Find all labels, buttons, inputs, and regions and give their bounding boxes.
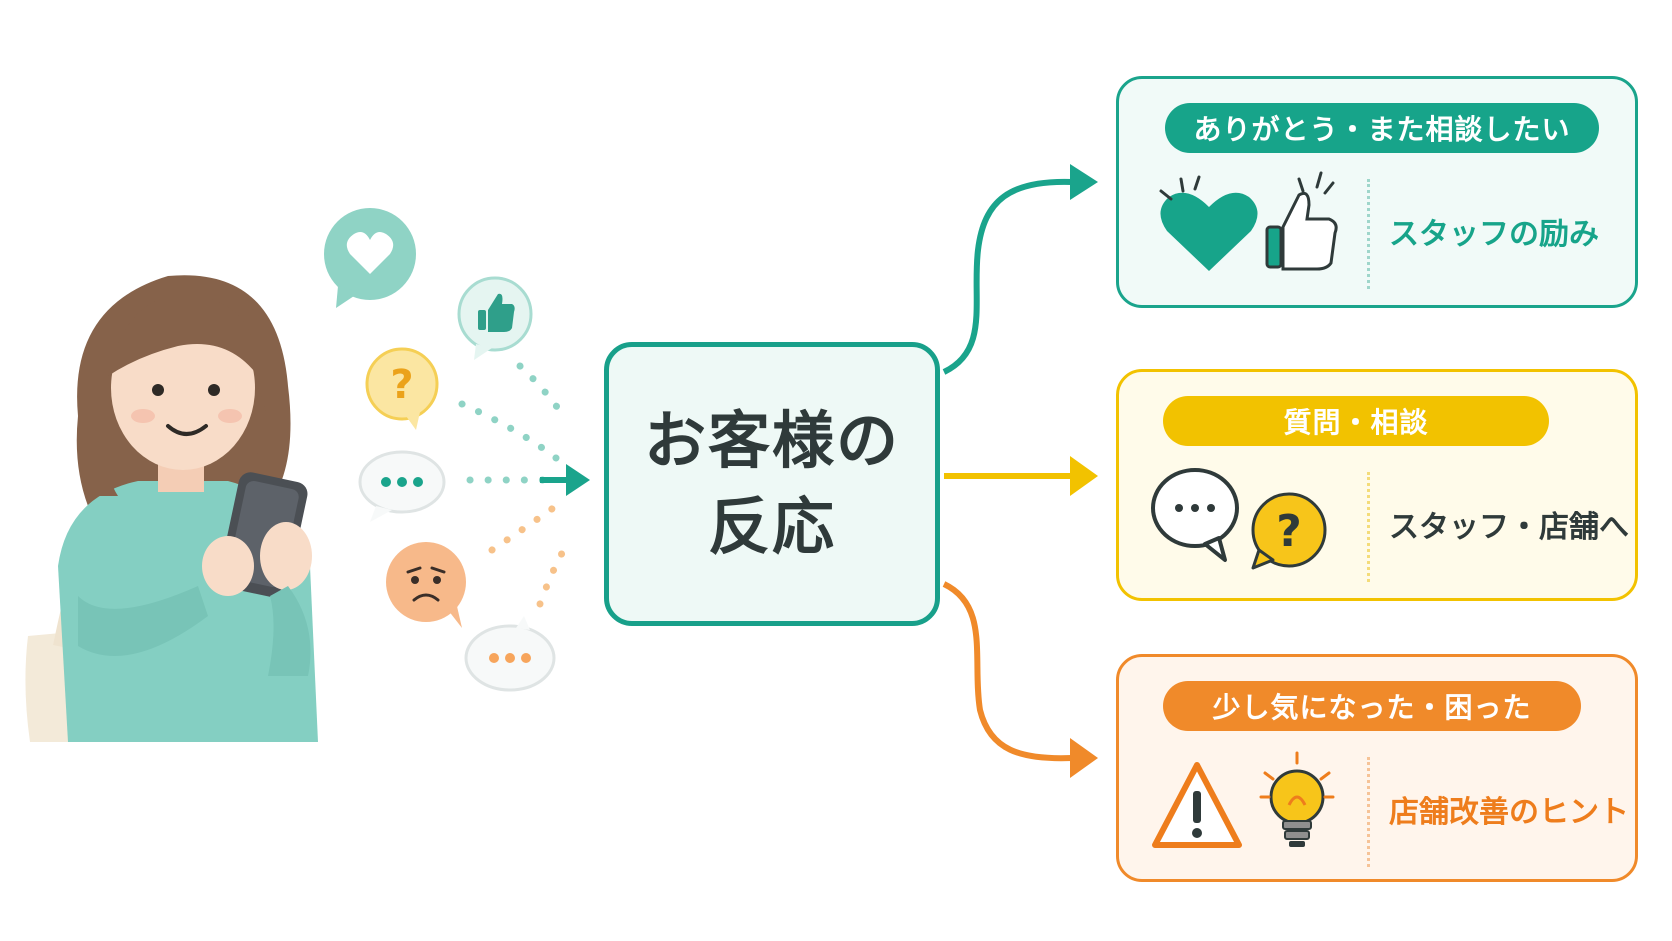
category-result-thanks: スタッフの励み bbox=[1389, 217, 1599, 252]
question-bubble-icon: ? bbox=[1251, 492, 1327, 570]
category-label-concern: 少し気になった・困った bbox=[1163, 681, 1581, 731]
category-card-thanks: ありがとう・また相談したい スタッフの励み bbox=[1116, 76, 1638, 308]
center-title-line2: 反応 bbox=[707, 490, 836, 563]
category-label-thanks: ありがとう・また相談したい bbox=[1165, 103, 1599, 153]
woman-with-phone-illustration bbox=[25, 275, 318, 742]
category-result-question: スタッフ・店舗へ bbox=[1389, 510, 1629, 545]
svg-text:?: ? bbox=[390, 362, 413, 408]
card-icons-thanks bbox=[1159, 171, 1338, 271]
heart-bubble-icon bbox=[324, 208, 416, 308]
ellipsis-bubble-icon bbox=[358, 450, 446, 522]
card-icons-question: ? bbox=[1151, 468, 1327, 570]
card-icons-concern bbox=[1152, 751, 1335, 848]
branch-arrow-green bbox=[942, 164, 1098, 375]
svg-text:?: ? bbox=[1276, 506, 1302, 557]
dotted-stream-lines bbox=[458, 362, 570, 608]
category-result-concern: 店舗改善のヒント bbox=[1389, 795, 1629, 830]
category-card-concern: 少し気になった・困った 店舗改善のヒント bbox=[1116, 654, 1638, 882]
thumbs-up-bubble-icon bbox=[457, 276, 533, 360]
worried-face-icon bbox=[386, 542, 466, 628]
thumbs-up-icon bbox=[1265, 171, 1338, 271]
heart-icon bbox=[1159, 175, 1258, 271]
customer-reaction-box: お客様の 反応 bbox=[604, 342, 940, 626]
question-bubble-icon: ? bbox=[365, 347, 439, 430]
card-divider bbox=[1367, 472, 1370, 582]
category-label-question: 質問・相談 bbox=[1163, 396, 1549, 446]
card-divider bbox=[1367, 757, 1370, 867]
branch-arrow-orange bbox=[942, 581, 1098, 778]
ellipsis-bubble-icon bbox=[464, 616, 556, 692]
lightbulb-icon bbox=[1259, 751, 1335, 847]
center-title-line1: お客様の bbox=[643, 404, 900, 477]
branch-arrow-yellow bbox=[944, 456, 1098, 496]
speech-bubble-icon bbox=[1151, 468, 1239, 562]
category-card-question: 質問・相談 ? スタッフ・店舗へ bbox=[1116, 369, 1638, 601]
card-divider bbox=[1367, 179, 1370, 289]
input-arrow bbox=[540, 464, 590, 496]
warning-icon bbox=[1152, 762, 1242, 848]
